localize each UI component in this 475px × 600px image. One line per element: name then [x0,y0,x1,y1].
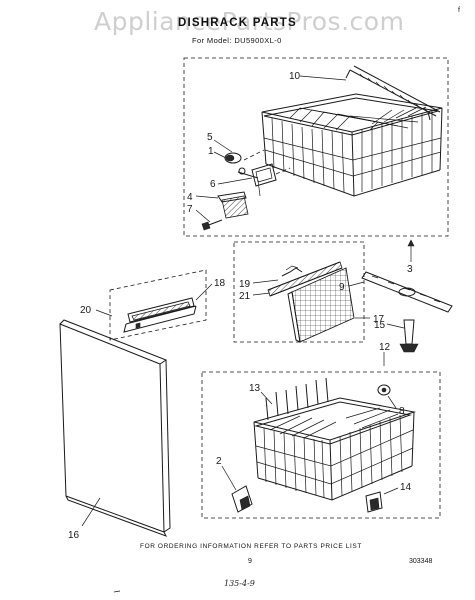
callout-12-group: 12 [379,342,391,366]
callout-16: 16 [68,530,80,541]
rail-18-boundary [109,269,207,341]
corner-mark: f [458,7,460,14]
callout-9: 9 [339,282,345,293]
callout-3: 3 [407,264,413,275]
callout-19: 19 [239,279,251,290]
callout-7: 7 [187,204,193,215]
watermark-text: AppliancePartsPros.com [94,7,404,36]
callout-21: 21 [239,291,251,302]
footer: FOR ORDERING INFORMATION REFER TO PARTS … [113,543,432,593]
callout-20: 20 [80,305,92,316]
upper-rack-boundary [183,57,449,237]
callout-4: 4 [187,192,193,203]
callout-15: 15 [374,320,386,331]
part-1-roller [224,152,242,164]
spray-arm-group: 9 15 [339,271,453,353]
upper-rack-group: 10 5 1 6 4 7 [183,57,449,237]
callout-13: 13 [249,383,261,394]
door-panel-group: 20 16 [59,305,171,541]
part-14-clip: 14 [365,482,412,513]
part-16-door-panel [59,323,165,533]
callout-5: 5 [207,132,213,143]
page-number: 9 [248,558,252,565]
lower-rack-boundary [201,371,441,519]
page-title: DISHRACK PARTS [178,17,297,29]
part-8-wheel: 8 [377,384,405,417]
diagram-code: 303348 [409,558,432,565]
part-21-rail [267,261,343,297]
upper-rack-basket [261,93,443,197]
cup-shelf-boundary [233,241,365,343]
ordering-note: FOR ORDERING INFORMATION REFER TO PARTS … [140,543,362,550]
callout-2: 2 [216,456,222,467]
callout-14: 14 [400,482,412,493]
part-10-tine-rail [345,65,441,121]
callout-12: 12 [379,342,391,353]
callout-1: 1 [208,146,214,157]
part-9-spray-arm [361,271,453,313]
model-label: For Model: DU5900XL-0 [192,36,282,45]
rail-18-group: 18 [109,269,226,341]
part-7-screw [201,219,223,231]
header: DISHRACK PARTS For Model: DU5900XL-0 [178,17,297,45]
callout-18: 18 [214,278,226,289]
upper-leaders [195,75,347,223]
callout-6: 6 [210,179,216,190]
part-19-clip [281,267,303,277]
cup-shelf-group: 19 21 17 [233,241,385,343]
part-15-tube [403,319,415,345]
lower-rack-group: 8 2 14 13 [201,371,441,519]
part-2-bracket: 2 [216,456,253,513]
handwritten-note: 135-4-9 [224,579,255,588]
lower-rack-basket [253,377,416,501]
callout-10: 10 [289,71,301,82]
callout-8: 8 [399,406,405,417]
callout-17: 17 [373,314,385,325]
part-6-bracket [237,163,277,197]
callout-3-group: 3 [407,239,415,275]
part-4-stop [217,191,249,219]
